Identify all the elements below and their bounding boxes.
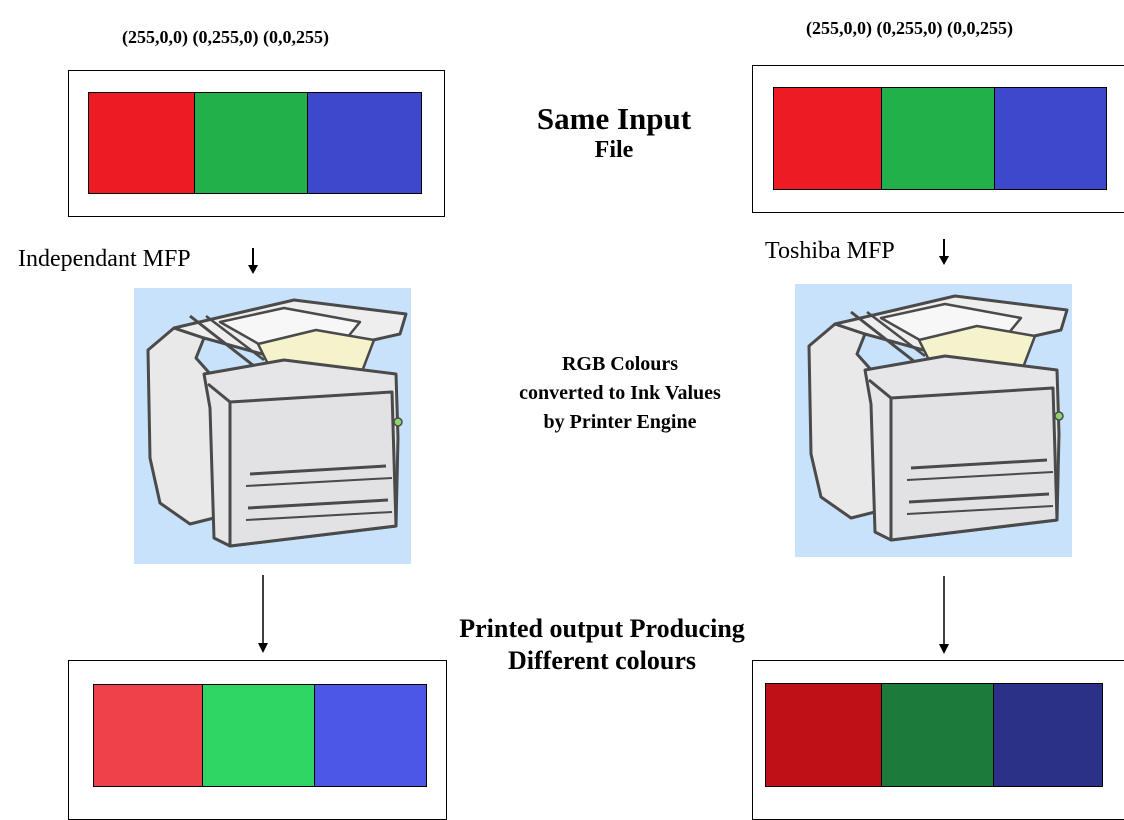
conversion-note: RGB Colours converted to Ink Values by P…: [460, 350, 780, 437]
right-output-frame: [752, 660, 1124, 820]
right-output-red-swatch: [766, 684, 881, 786]
right-rgb-values-label: (255,0,0) (0,255,0) (0,0,255): [806, 18, 1013, 38]
conversion-note-line3: by Printer Engine: [543, 411, 697, 433]
same-input-title: Same Input: [536, 101, 692, 136]
right-output-arrow-icon: [939, 576, 949, 654]
right-input-blue-swatch: [994, 88, 1106, 189]
printed-output-line2: Different colours: [508, 646, 696, 675]
right-input-frame: [752, 65, 1124, 213]
right-input-swatches: [773, 87, 1107, 190]
left-output-blue-swatch: [314, 685, 426, 786]
left-output-arrow-icon: [258, 575, 268, 653]
printed-output-line1: Printed output Producing: [459, 614, 745, 643]
right-input-green-swatch: [881, 88, 994, 189]
left-printer-image: [134, 288, 411, 564]
right-output-blue-swatch: [993, 684, 1102, 786]
conversion-note-line1: RGB Colours: [561, 353, 679, 375]
right-printer-icon: [807, 294, 1069, 542]
right-input-red-swatch: [774, 88, 881, 189]
conversion-note-line2: converted to Ink Values: [519, 382, 721, 404]
same-input-file-label: File: [594, 137, 634, 163]
left-input-red-swatch: [89, 93, 194, 193]
left-input-swatches: [88, 92, 422, 194]
left-input-green-swatch: [194, 93, 307, 193]
right-printer-label: Toshiba MFP: [765, 238, 895, 264]
right-printer-label-arrow-icon: [939, 239, 949, 265]
right-output-green-swatch: [881, 684, 993, 786]
printed-output-note: Printed output Producing Different colou…: [410, 613, 794, 677]
right-output-swatches: [765, 683, 1103, 787]
left-input-frame: [68, 70, 445, 217]
left-output-green-swatch: [202, 685, 314, 786]
left-output-red-swatch: [94, 685, 202, 786]
left-output-swatches: [93, 684, 427, 787]
right-printer-image: [795, 284, 1072, 557]
left-input-blue-swatch: [307, 93, 421, 193]
left-printer-icon: [146, 298, 408, 548]
left-rgb-values-label: (255,0,0) (0,255,0) (0,0,255): [122, 27, 329, 47]
left-printer-label-arrow-icon: [248, 248, 258, 274]
left-output-frame: [68, 660, 447, 820]
left-printer-label: Independant MFP: [18, 246, 191, 272]
